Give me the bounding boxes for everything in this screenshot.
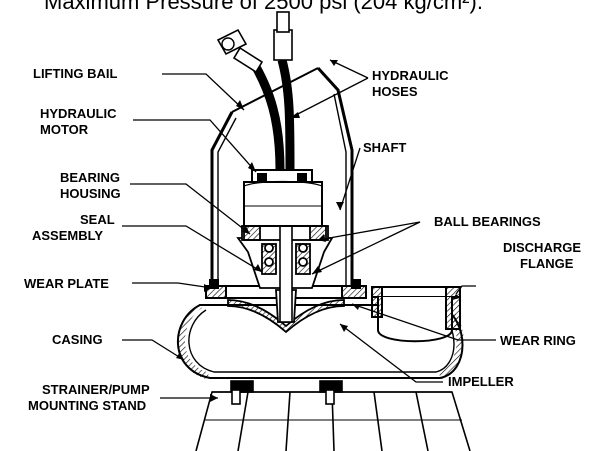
header-text: Maximum Pressure of 2500 psi (204 kg/cm²… — [44, 0, 483, 14]
label-hydraulic-motor-line2: MOTOR — [40, 122, 89, 137]
label-hydraulic-hoses-line2: HOSES — [372, 84, 418, 99]
label-hydraulic-hoses-line1: HYDRAULIC — [372, 68, 449, 83]
label-bearing-housing-line1: BEARING — [60, 170, 120, 185]
discharge-flange — [371, 286, 461, 343]
lifting-bail — [210, 66, 354, 285]
hydraulic-hoses — [216, 11, 295, 171]
shaft — [279, 225, 293, 323]
label-wear-ring: WEAR RING — [500, 333, 576, 348]
label-discharge-flange-line1: DISCHARGE — [503, 240, 582, 255]
label-bearing-housing-line2: HOUSING — [60, 186, 121, 201]
label-strainer-line1: STRAINER/PUMP — [42, 382, 150, 397]
label-strainer-line2: MOUNTING STAND — [28, 398, 147, 413]
leader-lines — [122, 59, 496, 399]
label-casing: CASING — [52, 332, 103, 347]
label-lifting-bail: LIFTING BAIL — [33, 66, 118, 81]
label-wear-plate: WEAR PLATE — [24, 276, 109, 291]
label-hydraulic-motor-line1: HYDRAULIC — [40, 106, 117, 121]
label-impeller: IMPELLER — [448, 374, 514, 389]
label-seal-assembly-line2: ASSEMBLY — [32, 228, 104, 243]
strainer-stand — [195, 380, 471, 451]
label-discharge-flange-line2: FLANGE — [520, 256, 574, 271]
label-seal-assembly-line1: SEAL — [80, 212, 115, 227]
label-ball-bearings: BALL BEARINGS — [434, 214, 541, 229]
arrowheads — [176, 60, 460, 402]
hydraulic-motor — [243, 169, 323, 227]
label-shaft: SHAFT — [363, 140, 407, 155]
